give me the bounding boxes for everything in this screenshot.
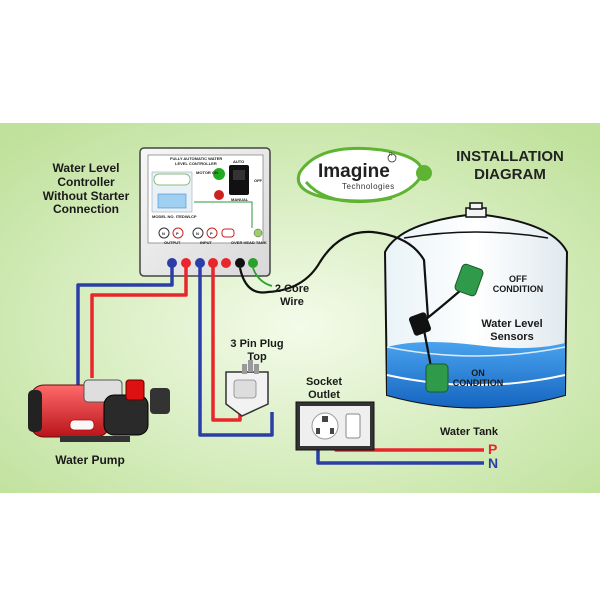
off-label-line-1: OFF — [509, 274, 527, 284]
alarm-led — [214, 190, 224, 200]
controller-manual: MANUAL — [231, 197, 249, 202]
socket-outlet — [295, 401, 375, 451]
diagram-title: INSTALLATION DIAGRAM — [430, 148, 590, 184]
wire-label-line-2: Wire — [280, 295, 304, 308]
three-pin-plug — [225, 360, 269, 417]
logo-registered: R — [389, 152, 393, 158]
connector-sensor-black — [235, 258, 245, 268]
pump-brand-badge — [69, 419, 95, 431]
socket-label-line-1: Socket — [305, 376, 343, 388]
socket-label: Socket Outlet — [294, 376, 354, 401]
wire-label-line-1: 2 Core — [274, 283, 310, 295]
phase-label: P — [488, 441, 498, 457]
terminal-input-p — [206, 227, 218, 239]
connector-sensor-green — [248, 258, 258, 268]
controller-model: MODEL NO. ITEDWLCP — [152, 214, 197, 219]
off-condition-label: OFF CONDITION — [478, 274, 558, 295]
controller-header-line-1: FULLY AUTOMATIC WATER — [170, 156, 223, 161]
off-label-line-2: CONDITION — [492, 284, 544, 295]
on-condition-label: ON CONDITION — [438, 368, 518, 389]
pump-phase-wire — [90, 263, 188, 378]
terminal-label-4: P — [210, 231, 213, 236]
controller-brand-label — [153, 173, 191, 186]
logo-subtitle: Technologies — [342, 182, 395, 191]
sensors-label-line-1: Water Level — [481, 318, 543, 330]
pump-label: Water Pump — [55, 453, 125, 467]
over-head-tank-indicator — [253, 228, 263, 238]
logo-name: Imagine — [318, 161, 390, 182]
plug-neutral-wire — [198, 263, 274, 437]
controller-caption-line-3: Without Starter — [42, 188, 130, 203]
terminal-output-p — [172, 227, 184, 239]
on-label-line-1: ON — [471, 368, 485, 378]
float-sensor-off — [454, 263, 484, 297]
title-line-1: INSTALLATION — [456, 148, 564, 165]
float-sensor-on — [425, 363, 449, 393]
terminal-label-2: P — [176, 231, 179, 236]
controller-input: INPUT — [200, 240, 212, 245]
title-line-2: DIAGRAM — [474, 166, 546, 183]
motor-on-led — [213, 168, 225, 180]
connector-sensor-red — [221, 258, 231, 268]
controller-output: OUTPUT — [164, 240, 181, 245]
controller-motor-on: MOTOR ON — [196, 170, 218, 175]
terminal-input-n — [192, 227, 204, 239]
terminal-label-1: N — [162, 231, 165, 236]
plug-label-line-2: Top — [247, 350, 267, 363]
wire-label: 2 Core Wire — [262, 283, 322, 308]
neutral-label: N — [488, 455, 499, 471]
controller-over-head-tank: OVER HEAD TANK — [231, 240, 267, 245]
sensor-weight — [408, 312, 432, 336]
controller-off: OFF — [254, 178, 262, 183]
controller-caption-line-4: Connection — [53, 202, 119, 217]
sensors-label: Water Level Sensors — [462, 318, 562, 343]
plug-label-line-1: 3 Pin Plug — [230, 338, 284, 350]
imagine-logo — [297, 146, 432, 204]
controller-caption-line-2: Controller — [57, 174, 115, 189]
socket-switch — [345, 413, 361, 439]
sensors-label-line-2: Sensors — [490, 330, 534, 343]
pump-neutral-wire — [76, 263, 174, 388]
terminal-output-n — [158, 227, 170, 239]
plug-label: 3 Pin Plug Top — [222, 338, 292, 363]
tank-label: Water Tank — [439, 426, 499, 438]
water-pump — [28, 379, 170, 442]
on-label-line-2: CONDITION — [452, 378, 504, 389]
socket-label-line-2: Outlet — [308, 388, 340, 401]
terminal-label-3: N — [196, 231, 199, 236]
controller-caption: Water Level Controller Without Starter C… — [30, 161, 142, 217]
controller-header-line-2: LEVEL CONTROLLER — [175, 161, 217, 166]
controller-box — [139, 147, 271, 277]
water-level-sensors — [408, 263, 484, 393]
controller-caption-line-1: Water Level — [52, 161, 120, 175]
controller-auto: AUTO — [233, 159, 245, 164]
